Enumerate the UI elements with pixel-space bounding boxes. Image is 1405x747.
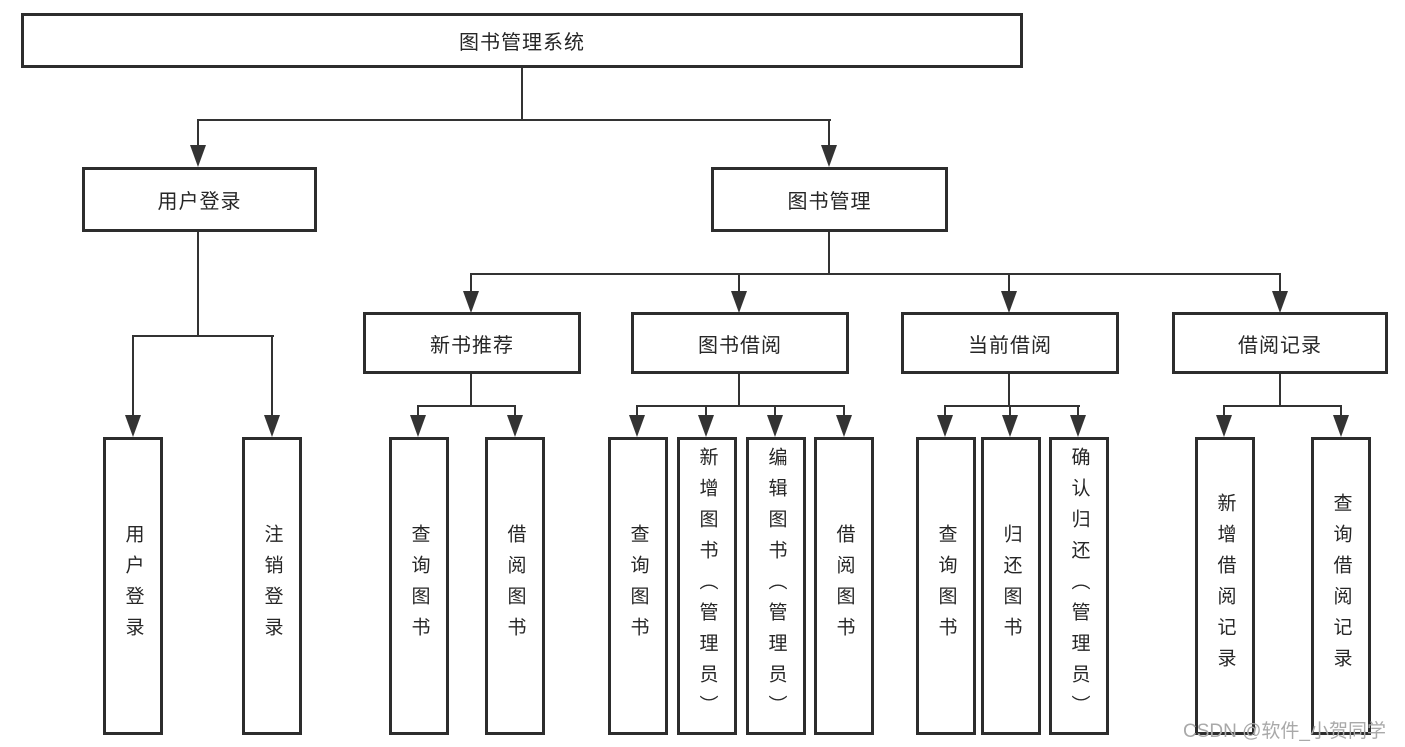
leaf-borrowing-query-books-label: 查询图书	[627, 524, 649, 648]
connector-line	[470, 273, 1281, 275]
leaf-borrowing-edit-books-admin-label: 编辑图书（管理员）	[765, 446, 787, 726]
connector-line	[197, 119, 831, 121]
arrow-down-icon	[698, 415, 714, 437]
arrow-down-icon	[836, 415, 852, 437]
connector-line	[774, 407, 776, 417]
connector-line	[1008, 275, 1010, 293]
leaf-current-query-books-label: 查询图书	[935, 524, 957, 648]
leaf-user-login: 用户登录	[103, 437, 163, 735]
leaf-current-return-books-label: 归还图书	[1000, 524, 1022, 648]
leaf-recommend-query-books-label: 查询图书	[408, 524, 430, 648]
leaf-borrowing-add-books-admin: 新增图书（管理员）	[677, 437, 737, 735]
arrow-down-icon	[1272, 291, 1288, 313]
connector-line	[636, 407, 638, 417]
leaf-current-query-books: 查询图书	[916, 437, 976, 735]
connector-line	[944, 405, 1080, 407]
connector-line	[521, 68, 523, 121]
connector-line	[843, 407, 845, 417]
arrow-down-icon	[190, 145, 206, 167]
connector-line	[1077, 407, 1079, 417]
connector-line	[132, 337, 134, 417]
connector-line	[828, 121, 830, 147]
leaf-current-confirm-return-admin: 确认归还（管理员）	[1049, 437, 1109, 735]
leaf-recommend-query-books: 查询图书	[389, 437, 449, 735]
connector-line	[1008, 374, 1010, 407]
connector-line	[944, 407, 946, 417]
connector-line	[271, 337, 273, 417]
connector-line	[738, 275, 740, 293]
leaf-records-add-record: 新增借阅记录	[1195, 437, 1255, 735]
arrow-down-icon	[767, 415, 783, 437]
arrow-down-icon	[125, 415, 141, 437]
connector-line	[636, 405, 845, 407]
leaf-records-query-record-label: 查询借阅记录	[1330, 493, 1352, 679]
leaf-borrowing-edit-books-admin: 编辑图书（管理员）	[746, 437, 806, 735]
node-borrowing-records: 借阅记录	[1172, 312, 1388, 374]
leaf-current-return-books: 归还图书	[981, 437, 1041, 735]
leaf-borrowing-borrow-books: 借阅图书	[814, 437, 874, 735]
leaf-records-add-record-label: 新增借阅记录	[1214, 493, 1236, 679]
arrow-down-icon	[1216, 415, 1232, 437]
arrow-down-icon	[264, 415, 280, 437]
arrow-down-icon	[463, 291, 479, 313]
node-library-system-root: 图书管理系统	[21, 13, 1023, 68]
arrow-down-icon	[629, 415, 645, 437]
node-user-login: 用户登录	[82, 167, 317, 232]
node-current-borrowing: 当前借阅	[901, 312, 1119, 374]
leaf-borrowing-add-books-admin-label: 新增图书（管理员）	[696, 446, 718, 726]
arrow-down-icon	[410, 415, 426, 437]
leaf-user-login-label: 用户登录	[122, 524, 144, 648]
connector-line	[738, 374, 740, 407]
connector-line	[1279, 374, 1281, 407]
connector-line	[1279, 275, 1281, 293]
connector-line	[1009, 407, 1011, 417]
leaf-recommend-borrow-books-label: 借阅图书	[504, 524, 526, 648]
arrow-down-icon	[821, 145, 837, 167]
connector-line	[1340, 407, 1342, 417]
connector-line	[1223, 405, 1342, 407]
arrow-down-icon	[507, 415, 523, 437]
node-book-borrowing: 图书借阅	[631, 312, 849, 374]
watermark: CSDN @软件_小贺同学	[1183, 721, 1386, 742]
connector-line	[197, 121, 199, 147]
node-book-management: 图书管理	[711, 167, 948, 232]
connector-line	[828, 232, 830, 275]
leaf-logout: 注销登录	[242, 437, 302, 735]
connector-line	[470, 374, 472, 407]
arrow-down-icon	[1070, 415, 1086, 437]
connector-line	[417, 405, 516, 407]
connector-line	[514, 407, 516, 417]
connector-line	[1223, 407, 1225, 417]
connector-line	[132, 335, 274, 337]
connector-line	[705, 407, 707, 417]
arrow-down-icon	[937, 415, 953, 437]
leaf-borrowing-query-books: 查询图书	[608, 437, 668, 735]
leaf-records-query-record: 查询借阅记录	[1311, 437, 1371, 735]
connector-line	[197, 232, 199, 337]
leaf-recommend-borrow-books: 借阅图书	[485, 437, 545, 735]
arrow-down-icon	[1002, 415, 1018, 437]
connector-line	[417, 407, 419, 417]
connector-line	[470, 275, 472, 293]
leaf-borrowing-borrow-books-label: 借阅图书	[833, 524, 855, 648]
node-new-book-recommend: 新书推荐	[363, 312, 581, 374]
arrow-down-icon	[1001, 291, 1017, 313]
arrow-down-icon	[1333, 415, 1349, 437]
arrow-down-icon	[731, 291, 747, 313]
leaf-logout-label: 注销登录	[261, 524, 283, 648]
leaf-current-confirm-return-admin-label: 确认归还（管理员）	[1068, 446, 1090, 726]
